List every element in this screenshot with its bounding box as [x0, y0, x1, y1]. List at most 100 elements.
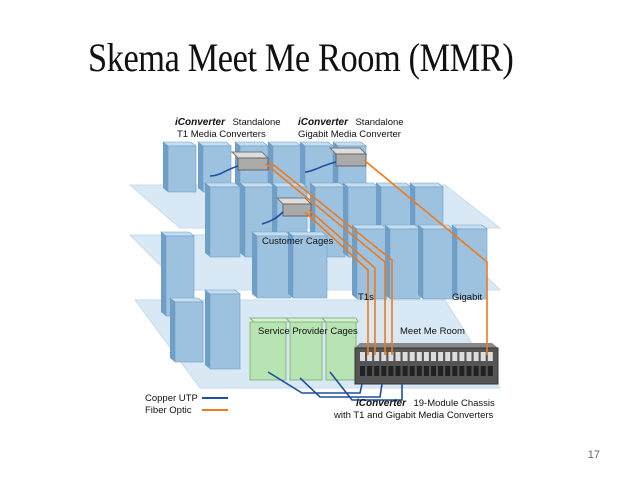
chassis-module [409, 352, 415, 361]
meet-me-room-label: Meet Me Room [400, 326, 465, 337]
rack-top [417, 224, 454, 230]
rack-top [409, 182, 444, 188]
rack-top [332, 141, 367, 147]
chassis-port [374, 366, 380, 376]
fiber-optic-links [265, 159, 488, 355]
server-rack [292, 235, 328, 299]
top-left-label-line1: iConverter Standalone [175, 112, 281, 129]
rack-side [240, 183, 245, 257]
customer-cages-label: Customer Cages [262, 236, 334, 247]
chassis-port [445, 366, 451, 376]
chassis-module [480, 352, 486, 361]
chassis-module [374, 352, 380, 361]
chassis-port [402, 366, 408, 376]
rack-top [351, 224, 388, 230]
top-left-label-line2: T1 Media Converters [177, 129, 266, 140]
chassis-module [367, 352, 373, 361]
server-rack [209, 293, 241, 370]
chassis-port [423, 366, 429, 376]
rack-top [169, 297, 204, 303]
top-right-label-line2: Gigabit Media Converter [298, 129, 401, 140]
copper-utp-links [209, 161, 403, 401]
chassis-port [438, 366, 444, 376]
rack-top [451, 224, 488, 230]
service-provider-cages-label: Service Provider Cages [258, 326, 358, 337]
legend-copper-label: Copper UTP [145, 393, 198, 404]
rack-side [163, 142, 168, 192]
server-rack [422, 228, 454, 300]
rack-side [198, 142, 203, 192]
chassis-module [360, 352, 365, 361]
rack-side [161, 232, 166, 316]
rack-top [309, 182, 346, 188]
iconverter-19-module-chassis [354, 343, 499, 385]
rack-side [205, 183, 210, 257]
rack-side [170, 298, 175, 362]
rack-top [204, 182, 241, 188]
chassis-port [466, 366, 472, 376]
standalone-converter-1 [230, 151, 270, 171]
chassis-module [423, 352, 429, 361]
rack-top [267, 141, 302, 147]
server-rack [174, 301, 204, 363]
chassis-port [473, 366, 479, 376]
legend-fiber-label: Fiber Optic [145, 405, 192, 416]
chassis-port [431, 366, 436, 376]
chassis-module [466, 352, 472, 361]
rack-side [418, 225, 423, 299]
chassis-port [452, 366, 458, 376]
rack-side [252, 232, 257, 298]
chassis-port [360, 366, 365, 376]
chassis-module [402, 352, 408, 361]
rack-side [300, 142, 305, 192]
rack-top [197, 141, 232, 147]
rack-side [343, 183, 348, 257]
server-rack [167, 145, 197, 193]
page-title: Skema Meet Me Room (MMR) [88, 35, 514, 80]
service-provider-cages [248, 317, 359, 381]
rack-side [205, 290, 210, 369]
chassis-port [395, 366, 401, 376]
rack-top [239, 182, 276, 188]
chassis-port [416, 366, 422, 376]
chassis-port [487, 366, 493, 376]
chassis-module [452, 352, 458, 361]
server-rack [209, 186, 241, 258]
chassis-module [381, 352, 387, 361]
server-rack [389, 228, 421, 300]
standalone-converter-2 [328, 147, 368, 167]
chassis-port [388, 366, 394, 376]
server-rack [414, 186, 444, 233]
chassis-module [395, 352, 401, 361]
rack-side [410, 183, 415, 232]
rack-top [204, 289, 241, 295]
rack-top [162, 141, 197, 147]
chassis-module [445, 352, 451, 361]
rack-side [288, 232, 293, 298]
chassis-port [459, 366, 465, 376]
chassis-port [480, 366, 486, 376]
standalone-converter-3 [275, 197, 313, 217]
top-right-label-line1: iConverter Standalone [298, 112, 404, 129]
rack-top [342, 182, 379, 188]
rack-top [384, 224, 421, 230]
chassis-port [409, 366, 415, 376]
chassis-label-line1: iConverter 19-Module Chassis [356, 393, 495, 410]
chassis-module [416, 352, 422, 361]
server-rack [456, 228, 488, 300]
rack-side [352, 225, 357, 299]
chassis-module [388, 352, 394, 361]
chassis-module [487, 352, 493, 361]
chassis-module [473, 352, 479, 361]
gigabit-label: Gigabit [452, 292, 482, 303]
rack-top [299, 141, 334, 147]
chassis-label-line2: with T1 and Gigabit Media Converters [333, 410, 494, 421]
chassis-port [367, 366, 373, 376]
chassis-module [431, 352, 436, 361]
chassis-module [459, 352, 465, 361]
rack-side [385, 225, 390, 299]
rack-side [452, 225, 457, 299]
chassis-port [381, 366, 387, 376]
rack-top [160, 231, 195, 237]
